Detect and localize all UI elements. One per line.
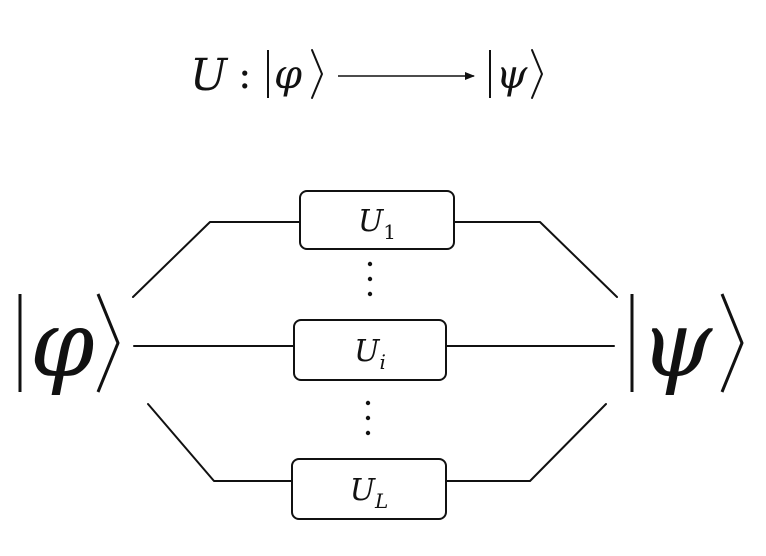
gate-ul: UL	[291, 458, 447, 520]
operator-symbol: U	[190, 50, 229, 101]
wires	[132, 221, 618, 482]
bottom-branch-in	[147, 403, 293, 482]
output-ket: ψ	[489, 49, 543, 99]
output-state: ψ	[630, 291, 744, 398]
dot	[365, 430, 371, 436]
output-state-symbol: ψ	[640, 291, 713, 398]
top-branch-in	[132, 221, 301, 298]
gate-label: UL	[350, 473, 389, 513]
top-equation: U : φ ψ	[190, 49, 543, 101]
gate-box	[299, 190, 455, 250]
dot	[367, 291, 373, 297]
top-branch-out	[453, 221, 618, 298]
dot	[367, 261, 373, 267]
ket-angle	[311, 49, 323, 99]
gate-box	[291, 458, 447, 520]
gate-label: Ui	[354, 334, 386, 374]
input-ket-symbol: φ	[274, 52, 302, 98]
output-ket-symbol: ψ	[496, 52, 528, 98]
dot	[365, 415, 371, 421]
gate-label: U1	[358, 204, 396, 244]
colon-symbol: :	[238, 52, 251, 98]
ket-angle	[720, 293, 744, 393]
ket-angle	[531, 49, 543, 99]
ellipsis-upper	[367, 261, 373, 297]
dot	[367, 276, 373, 282]
ket-angle	[96, 293, 120, 393]
gate-ui: Ui	[293, 319, 447, 381]
gate-box	[293, 319, 447, 381]
gate-u1: U1	[299, 190, 455, 250]
input-ket: φ	[267, 49, 323, 99]
bottom-branch-out	[445, 403, 607, 482]
ellipsis-lower	[365, 400, 371, 436]
dot	[365, 400, 371, 406]
input-state-symbol: φ	[30, 291, 95, 398]
input-state: φ	[18, 291, 120, 398]
